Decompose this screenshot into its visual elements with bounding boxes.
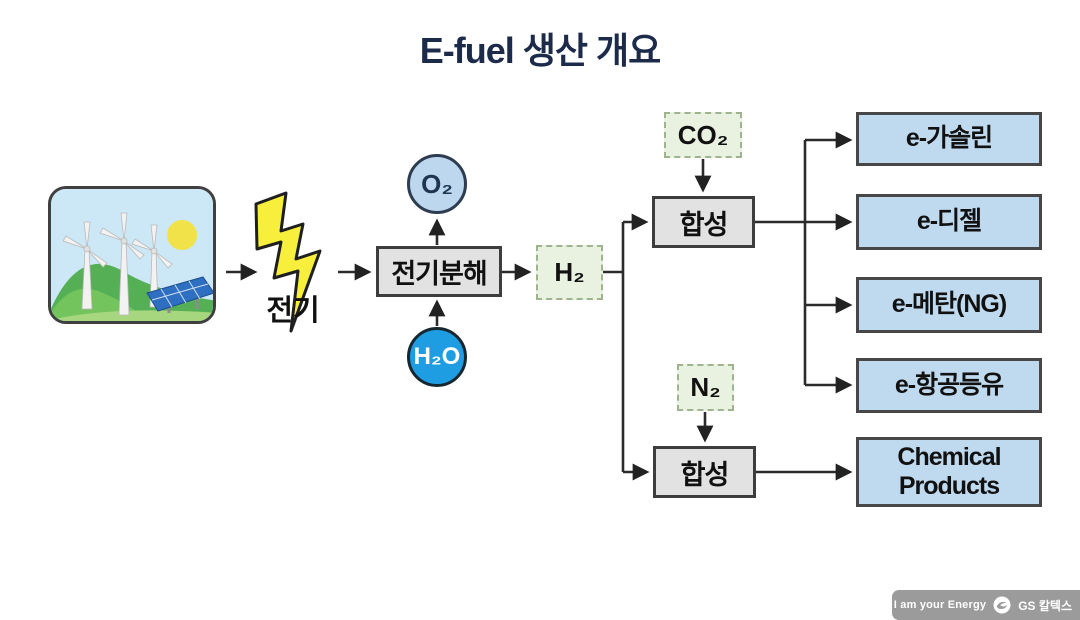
output-box-e-diesel: e-디젤 bbox=[856, 194, 1042, 250]
brand-name: GS 칼텍스 bbox=[1018, 598, 1072, 613]
solar-panel-icon bbox=[146, 276, 213, 313]
h2o-node: H₂O bbox=[407, 327, 467, 387]
brand-bar: I am your Energy GS 칼텍스 bbox=[892, 590, 1080, 620]
wind-turbine-icon bbox=[62, 212, 173, 316]
output-box-e-gasoline: e-가솔린 bbox=[856, 112, 1042, 166]
output-box-e-jetfuel: e-항공등유 bbox=[856, 358, 1042, 413]
n2-box: N₂ bbox=[677, 364, 734, 411]
output-box-chemical-products: Chemical Products bbox=[856, 437, 1042, 507]
brand-slogan: I am your Energy bbox=[893, 599, 987, 611]
page-title: E-fuel 생산 개요 bbox=[419, 30, 662, 71]
co2-box: CO₂ bbox=[664, 112, 742, 158]
o2-node: O₂ bbox=[407, 154, 467, 214]
gs-caltex-logo-icon bbox=[993, 596, 1011, 614]
electrolysis-box: 전기분해 bbox=[376, 246, 502, 297]
h2-box: H₂ bbox=[536, 245, 603, 300]
sun-icon bbox=[167, 220, 197, 250]
synthesis-bottom-box: 합성 bbox=[653, 446, 756, 498]
electricity-label: 전기 bbox=[266, 295, 320, 327]
output-box-e-methane: e-메탄(NG) bbox=[856, 277, 1042, 333]
renewable-energy-illustration bbox=[48, 186, 216, 324]
synthesis-top-box: 합성 bbox=[652, 196, 755, 248]
